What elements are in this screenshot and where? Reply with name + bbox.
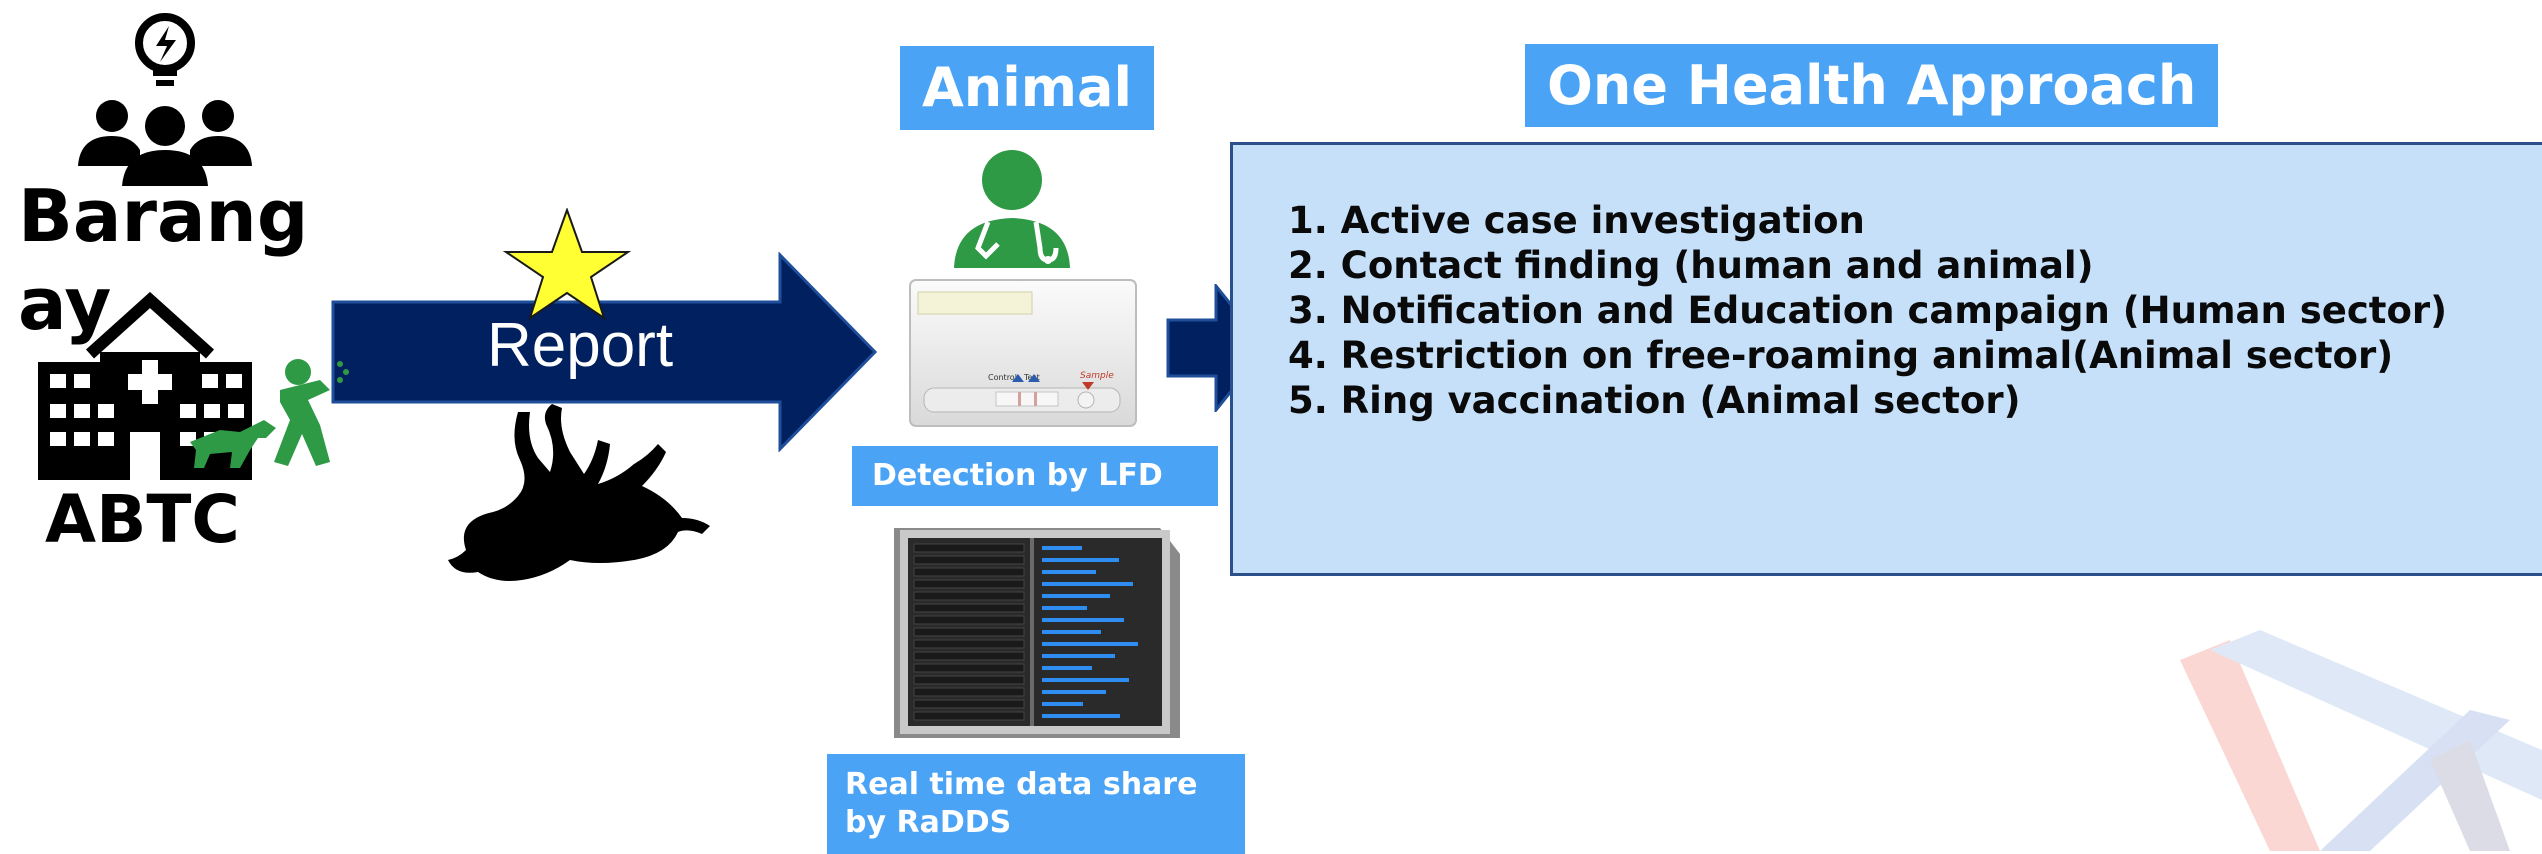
veterinarian-icon: [954, 150, 1070, 268]
server-slot: [913, 699, 1025, 709]
server-light: [1042, 642, 1138, 646]
dead-dog-icon: [448, 404, 710, 581]
server-light: [1042, 654, 1115, 658]
one-health-title: One Health Approach: [1525, 44, 2218, 127]
server-slot: [913, 663, 1025, 673]
server-slot: [913, 711, 1025, 721]
server-light: [1042, 594, 1110, 598]
animal-tag: Animal: [900, 46, 1154, 130]
server-light: [1042, 558, 1119, 562]
server-icon: [894, 528, 1180, 738]
server-slot: [913, 615, 1025, 625]
server-light: [1042, 546, 1082, 550]
server-slot: [913, 567, 1025, 577]
server-slot: [913, 603, 1025, 613]
dog-bite-icon: [190, 359, 349, 468]
server-light: [1042, 678, 1129, 682]
server-light: [1042, 606, 1087, 610]
step-item: 1. Active case investigation: [1288, 199, 1865, 242]
server-slot: [913, 543, 1025, 553]
one-health-steps: 1. Active case investigation 2. Contact …: [1288, 198, 2447, 423]
hospital-icon: [38, 292, 252, 480]
lfd-control-text: Control: [988, 373, 1017, 382]
server-slot: [913, 555, 1025, 565]
server-light: [1042, 618, 1124, 622]
logo-decoration: [2180, 630, 2542, 851]
report-arrow: [331, 252, 878, 452]
server-light: [1042, 570, 1096, 574]
step-item: 4. Restriction on free-roaming animal(An…: [1288, 334, 2394, 377]
star-icon: [502, 208, 632, 320]
lfd-sample-text: Sample: [1080, 371, 1114, 381]
server-slot: [913, 579, 1025, 589]
server-light: [1042, 666, 1092, 670]
abtc-label: ABTC: [45, 481, 240, 558]
server-slot: [913, 627, 1025, 637]
step-item: 2. Contact finding (human and animal): [1288, 244, 2094, 287]
barangay-label: Barangay: [18, 174, 309, 346]
one-health-box: [1230, 142, 2542, 576]
server-slot: [913, 675, 1025, 685]
server-light: [1042, 690, 1106, 694]
report-label: Report: [486, 311, 674, 380]
lateral-flow-device-icon: Control Test Sample: [909, 279, 1137, 427]
server-slot: [913, 651, 1025, 661]
server-light: [1042, 714, 1120, 718]
server-slot: [913, 591, 1025, 601]
radds-tag: Real time data share by RaDDS: [827, 754, 1245, 854]
server-light: [1042, 630, 1101, 634]
server-light: [1042, 582, 1133, 586]
server-slot: [913, 687, 1025, 697]
server-slot: [913, 639, 1025, 649]
people-idea-icon: [78, 13, 252, 186]
step-item: 3. Notification and Education campaign (…: [1288, 289, 2448, 332]
server-light: [1042, 702, 1083, 706]
step-item: 5. Ring vaccination (Animal sector): [1288, 379, 2021, 422]
lfd-tag: Detection by LFD: [852, 446, 1218, 506]
